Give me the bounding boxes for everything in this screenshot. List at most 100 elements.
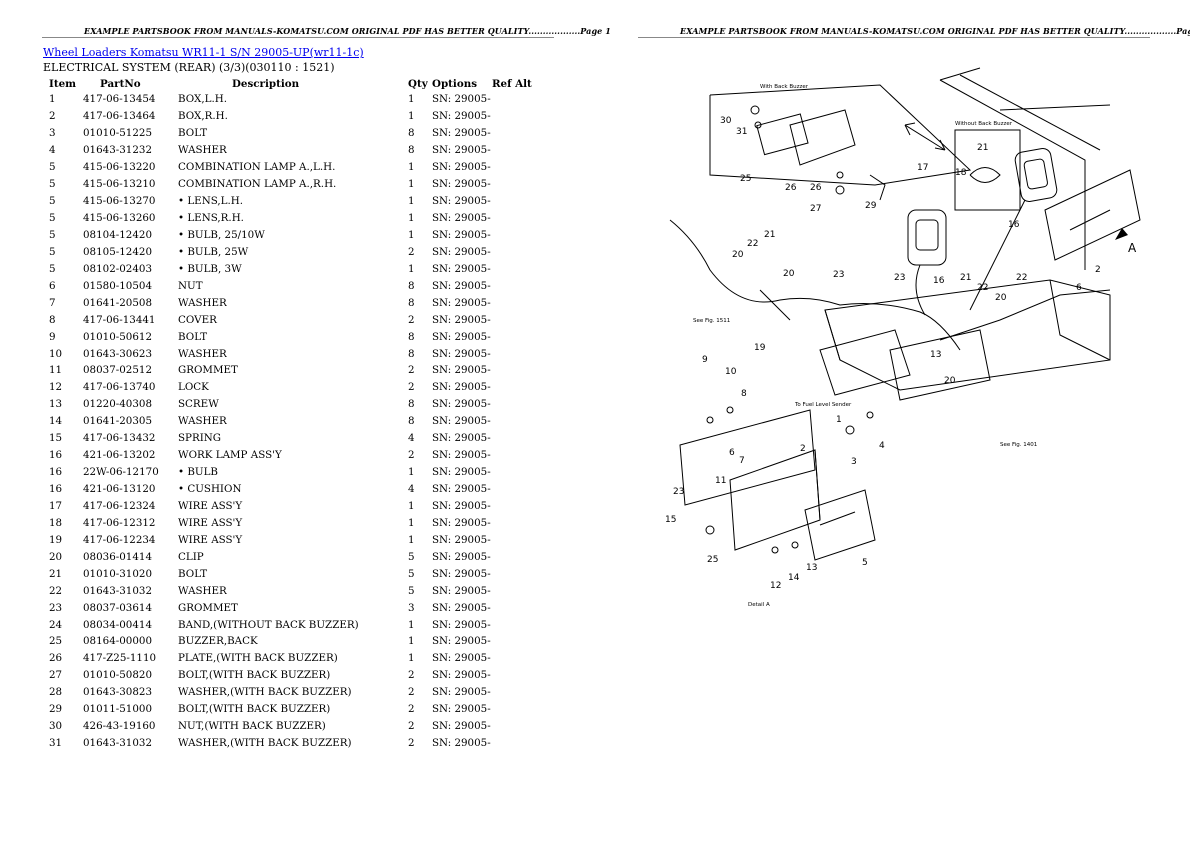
cell-item: 5 (49, 161, 56, 174)
note-detail-a: Detail A (748, 602, 770, 608)
callout-22b: 22 (977, 283, 988, 293)
cell-qty: 1 (408, 466, 415, 479)
cell-options: SN: 29005- (432, 364, 491, 377)
col-partno-header: PartNo (100, 78, 141, 90)
cell-options: SN: 29005- (432, 635, 491, 648)
cell-refalt (492, 328, 542, 345)
callout-3: 3 (851, 457, 857, 467)
callout-20d: 20 (944, 376, 956, 386)
cell-options: SN: 29005- (432, 347, 491, 360)
col-qty-header: Qty (408, 78, 428, 90)
cell-qty: 1 (408, 499, 415, 512)
cell-item: 20 (49, 550, 63, 563)
callout-4: 4 (879, 441, 885, 451)
cell-partno: 421-06-13202 (83, 449, 156, 462)
cell-description: NUT,(WITH BACK BUZZER) (178, 720, 326, 733)
cell-item: 27 (49, 669, 63, 682)
cell-qty: 5 (408, 584, 415, 597)
cell-qty: 2 (408, 703, 415, 716)
cell-refalt (492, 210, 542, 227)
cell-options: SN: 29005- (432, 499, 491, 512)
note-see-1511: See Fig. 1511 (693, 318, 730, 324)
cell-refalt (492, 396, 542, 413)
cell-options: SN: 29005- (432, 550, 491, 563)
cell-partno: 01643-30823 (83, 686, 152, 699)
cell-options: SN: 29005- (432, 110, 491, 123)
cell-refalt (492, 108, 542, 125)
page-header-right: EXAMPLE PARTSBOOK FROM MANUALS-KOMATSU.C… (680, 26, 1190, 36)
cell-options: SN: 29005- (432, 144, 491, 157)
cell-partno: 01643-30623 (83, 347, 152, 360)
cell-refalt (492, 125, 542, 142)
cell-partno: 417-06-13454 (83, 93, 156, 106)
cell-item: 9 (49, 330, 56, 343)
callout-23b: 23 (894, 273, 905, 283)
cell-qty: 3 (408, 601, 415, 614)
callout-9: 9 (702, 355, 708, 365)
cell-qty: 8 (408, 415, 415, 428)
cell-item: 5 (49, 228, 56, 241)
cell-qty: 1 (408, 228, 415, 241)
callout-27: 27 (810, 204, 821, 214)
cell-description: WASHER (178, 144, 227, 157)
box-exploded (679, 409, 821, 551)
cell-item: 28 (49, 686, 63, 699)
cell-partno: 01580-10504 (83, 279, 152, 292)
cell-options: SN: 29005- (432, 652, 491, 665)
cell-description: WIRE ASS'Y (178, 499, 243, 512)
cell-description: • CUSHION (178, 483, 242, 496)
callout-6: 6 (1076, 283, 1082, 293)
parts-diagram: 1 2 2 3 4 5 6 6 7 8 9 10 11 12 13 13 14 … (665, 67, 1141, 608)
model-title-link[interactable]: Wheel Loaders Komatsu WR11-1 S/N 29005-U… (43, 46, 364, 59)
callout-20c: 20 (995, 293, 1007, 303)
cell-refalt (492, 362, 542, 379)
cell-partno: 01220-40308 (83, 398, 152, 411)
cell-qty: 2 (408, 313, 415, 326)
cell-partno: 01641-20305 (83, 415, 152, 428)
col-refalt-header: Ref Alt (492, 78, 532, 90)
diagram-callouts: 1 2 2 3 4 5 6 6 7 8 9 10 11 12 13 13 14 … (665, 116, 1137, 591)
cell-description: • LENS,R.H. (178, 212, 244, 225)
cell-partno: 01641-20508 (83, 296, 152, 309)
rear-frame (824, 67, 1111, 391)
cell-refalt (492, 142, 542, 159)
cell-refalt (492, 481, 542, 498)
cell-description: • BULB, 25/10W (178, 228, 265, 241)
callout-23: 23 (833, 270, 844, 280)
callout-14: 14 (788, 573, 800, 583)
cell-options: SN: 29005- (432, 93, 491, 106)
cell-refalt (492, 498, 542, 515)
cell-description: BOX,L.H. (178, 93, 227, 106)
callout-6b: 6 (729, 448, 735, 458)
note-with-buzzer: With Back Buzzer (760, 84, 809, 90)
cell-partno: 08102-02403 (83, 262, 152, 275)
cell-refalt (492, 91, 542, 108)
cell-description: WIRE ASS'Y (178, 533, 243, 546)
cell-options: SN: 29005- (432, 195, 491, 208)
cell-description: BOLT (178, 127, 208, 140)
combination-lamp-left (804, 489, 876, 561)
cell-description: CLIP (178, 550, 204, 563)
callout-29: 29 (865, 201, 877, 211)
cell-options: SN: 29005- (432, 567, 491, 580)
cell-partno: 08036-01414 (83, 550, 152, 563)
callout-30: 30 (720, 116, 732, 126)
callout-22: 22 (747, 239, 758, 249)
cell-description: GROMMET (178, 364, 238, 377)
arrow-a-label: A (1128, 241, 1137, 255)
cell-description: COMBINATION LAMP A.,L.H. (178, 161, 336, 174)
cell-qty: 1 (408, 212, 415, 225)
cell-item: 16 (49, 449, 63, 462)
cell-qty: 2 (408, 669, 415, 682)
cell-refalt (492, 599, 542, 616)
callout-1: 1 (836, 415, 842, 425)
